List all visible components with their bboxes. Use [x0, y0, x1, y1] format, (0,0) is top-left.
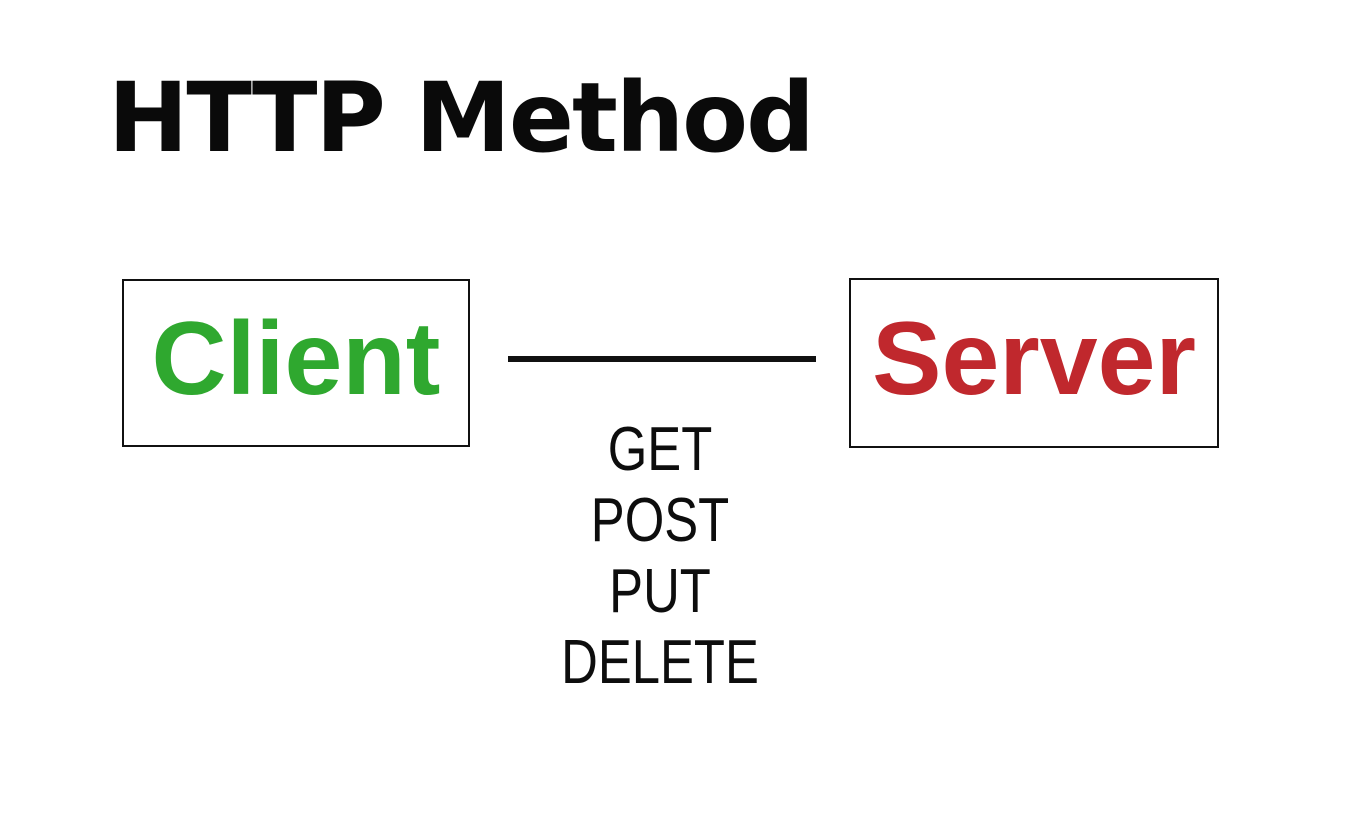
server-label: Server [872, 301, 1196, 417]
server-box: Server [849, 278, 1219, 448]
http-methods-list: GET POST PUT DELETE [460, 414, 860, 698]
method-post: POST [590, 486, 730, 555]
client-label: Client [151, 301, 441, 417]
method-get: GET [607, 415, 713, 484]
client-box: Client [122, 279, 470, 447]
connector-line [508, 356, 816, 362]
method-put: PUT [609, 557, 711, 626]
method-delete: DELETE [561, 628, 759, 697]
page-title: HTTP Method [108, 62, 815, 174]
